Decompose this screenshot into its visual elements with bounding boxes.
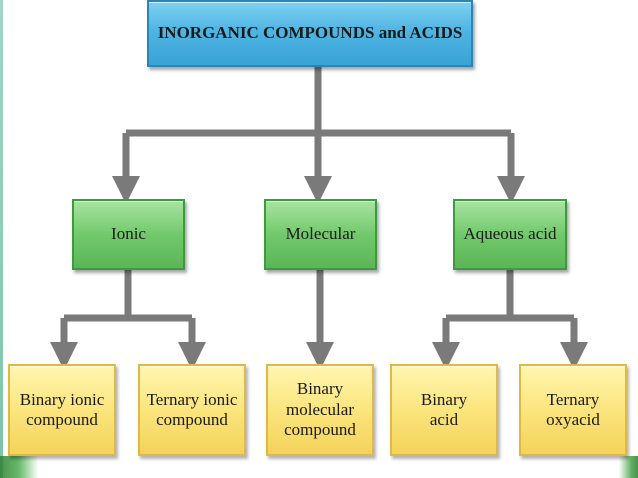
- root-node: INORGANIC COMPOUNDS and ACIDS: [147, 0, 473, 67]
- leaf-node-label: Ternary oxyacid: [546, 389, 600, 429]
- category-node-molecular: Molecular: [264, 199, 377, 270]
- leaf-node-label: Ternary ionic compound: [146, 389, 238, 429]
- leaf-node-binary-ionic-compound: Binary ionic compound: [8, 364, 116, 456]
- slide-left-border: [0, 0, 3, 478]
- leaf-node-ternary-oxyacid: Ternary oxyacid: [519, 364, 627, 456]
- root-node-label: INORGANIC COMPOUNDS and ACIDS: [157, 23, 463, 43]
- category-node-label: Molecular: [285, 224, 356, 244]
- grass-decoration: [0, 456, 638, 478]
- leaf-node-ternary-ionic-compound: Ternary ionic compound: [138, 364, 246, 456]
- leaf-node-binary-acid: Binary acid: [390, 364, 498, 456]
- category-node-label: Aqueous acid: [463, 224, 557, 244]
- category-node-aqueous-acid: Aqueous acid: [453, 199, 567, 270]
- leaf-node-label: Binary ionic compound: [19, 389, 105, 429]
- leaf-node-label: Binary molecular compound: [284, 379, 356, 440]
- leaf-node-binary-molecular-compound: Binary molecular compound: [266, 364, 374, 456]
- leaf-node-label: Binary acid: [420, 389, 468, 429]
- category-node-ionic: Ionic: [72, 199, 185, 270]
- category-node-label: Ionic: [111, 224, 146, 244]
